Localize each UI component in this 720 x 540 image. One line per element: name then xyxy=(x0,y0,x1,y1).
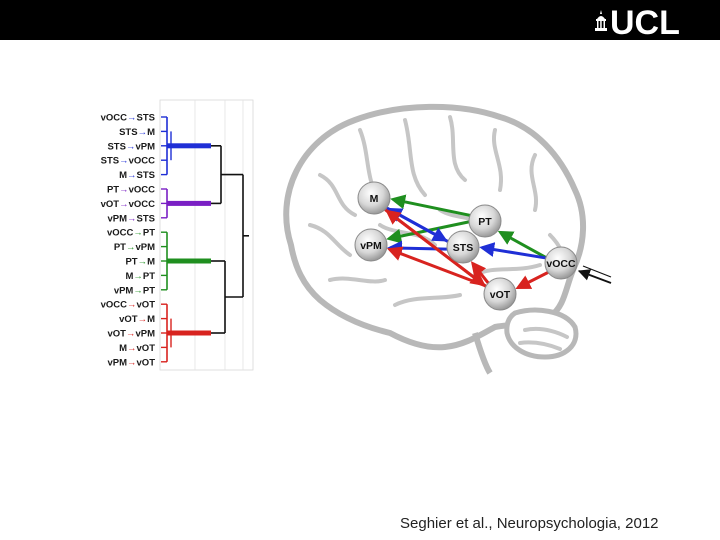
dendrogram-label: M→STS xyxy=(119,170,155,181)
connection-arrow xyxy=(470,261,490,284)
logo-wordmark: UCL xyxy=(610,4,680,42)
dendrogram-tree xyxy=(161,116,249,363)
dendrogram-label: vPM→PT xyxy=(114,285,155,296)
dendrogram-cluster-bar xyxy=(167,330,211,336)
dendrogram-label: vOCC→vOT xyxy=(101,300,156,311)
input-arrow-icon xyxy=(582,265,612,278)
dendrogram-label: STS→vOCC xyxy=(101,156,156,167)
dendrogram-label: vOT→vPM xyxy=(107,329,155,340)
cerebellum xyxy=(504,307,579,360)
region-node xyxy=(357,181,391,215)
region-label: vPM xyxy=(360,240,382,252)
connection-arrow xyxy=(479,242,546,260)
connection-arrow xyxy=(390,194,471,217)
dendrogram-label: vOCC→PT xyxy=(107,228,155,239)
dendrogram-label: vOCC→STS xyxy=(101,113,155,124)
connection-arrow xyxy=(515,271,549,289)
dendrogram-label: M→PT xyxy=(125,271,155,282)
region-label: vOT xyxy=(490,289,511,301)
dendrogram-frame xyxy=(159,99,254,371)
dendrogram-label: vOT→M xyxy=(119,314,155,325)
region-node xyxy=(354,228,388,262)
dendrogram-label: vPM→STS xyxy=(107,213,155,224)
region-label: PT xyxy=(478,216,492,228)
figure-canvas: vOCC→STS STS→M STS→vPM STS→vOCC M→STS PT→vOCC… xyxy=(101,99,612,375)
region-nodes: M PT vPM STS vOCC vOT xyxy=(354,181,578,311)
title-bar: UCL xyxy=(0,0,720,42)
input-arrow-icon xyxy=(577,269,612,284)
dendrogram-label: M→vOT xyxy=(119,343,155,354)
dendrogram-label: PT→vOCC xyxy=(107,185,155,196)
region-node xyxy=(446,230,480,264)
ucl-logo: UCL xyxy=(594,4,706,42)
connection-arrows xyxy=(384,194,549,289)
region-node xyxy=(483,277,517,311)
dendrogram-label: STS→M xyxy=(119,127,155,138)
region-label: vOCC xyxy=(546,258,576,270)
region-node xyxy=(544,246,578,280)
brain-illustration: M PT vPM STS vOCC vOT xyxy=(283,103,612,375)
connection-arrow xyxy=(384,208,486,287)
dendrogram-cluster-bar xyxy=(167,200,211,206)
dendrogram-labels: vOCC→STS STS→M STS→vPM STS→vOCC M→STS PT→vOCC… xyxy=(101,113,156,369)
region-node xyxy=(468,204,502,238)
dendrogram-cluster-bar xyxy=(167,258,211,264)
dendrogram-label: vPM→vOT xyxy=(107,357,155,368)
region-label: STS xyxy=(453,242,473,254)
region-label: M xyxy=(370,193,379,205)
dendrogram-label: vOT→vOCC xyxy=(101,199,156,210)
dendrogram: vOCC→STS STS→M STS→vPM STS→vOCC M→STS PT→vOCC… xyxy=(101,99,254,371)
brain-stem xyxy=(472,332,493,375)
connection-arrow xyxy=(497,230,547,259)
dendrogram-label: STS→vPM xyxy=(107,141,155,152)
dendrogram-label: PT→M xyxy=(125,257,155,268)
citation: Seghier et al., Neuropsychologia, 2012 xyxy=(400,515,659,532)
dendrogram-cluster-bar xyxy=(167,143,211,149)
dendrogram-label: PT→vPM xyxy=(114,242,155,253)
portico-icon xyxy=(595,10,607,31)
connectivity-figure: vOCC→STS STS→M STS→vPM STS→vOCC M→STS PT→vOCC… xyxy=(95,95,635,375)
